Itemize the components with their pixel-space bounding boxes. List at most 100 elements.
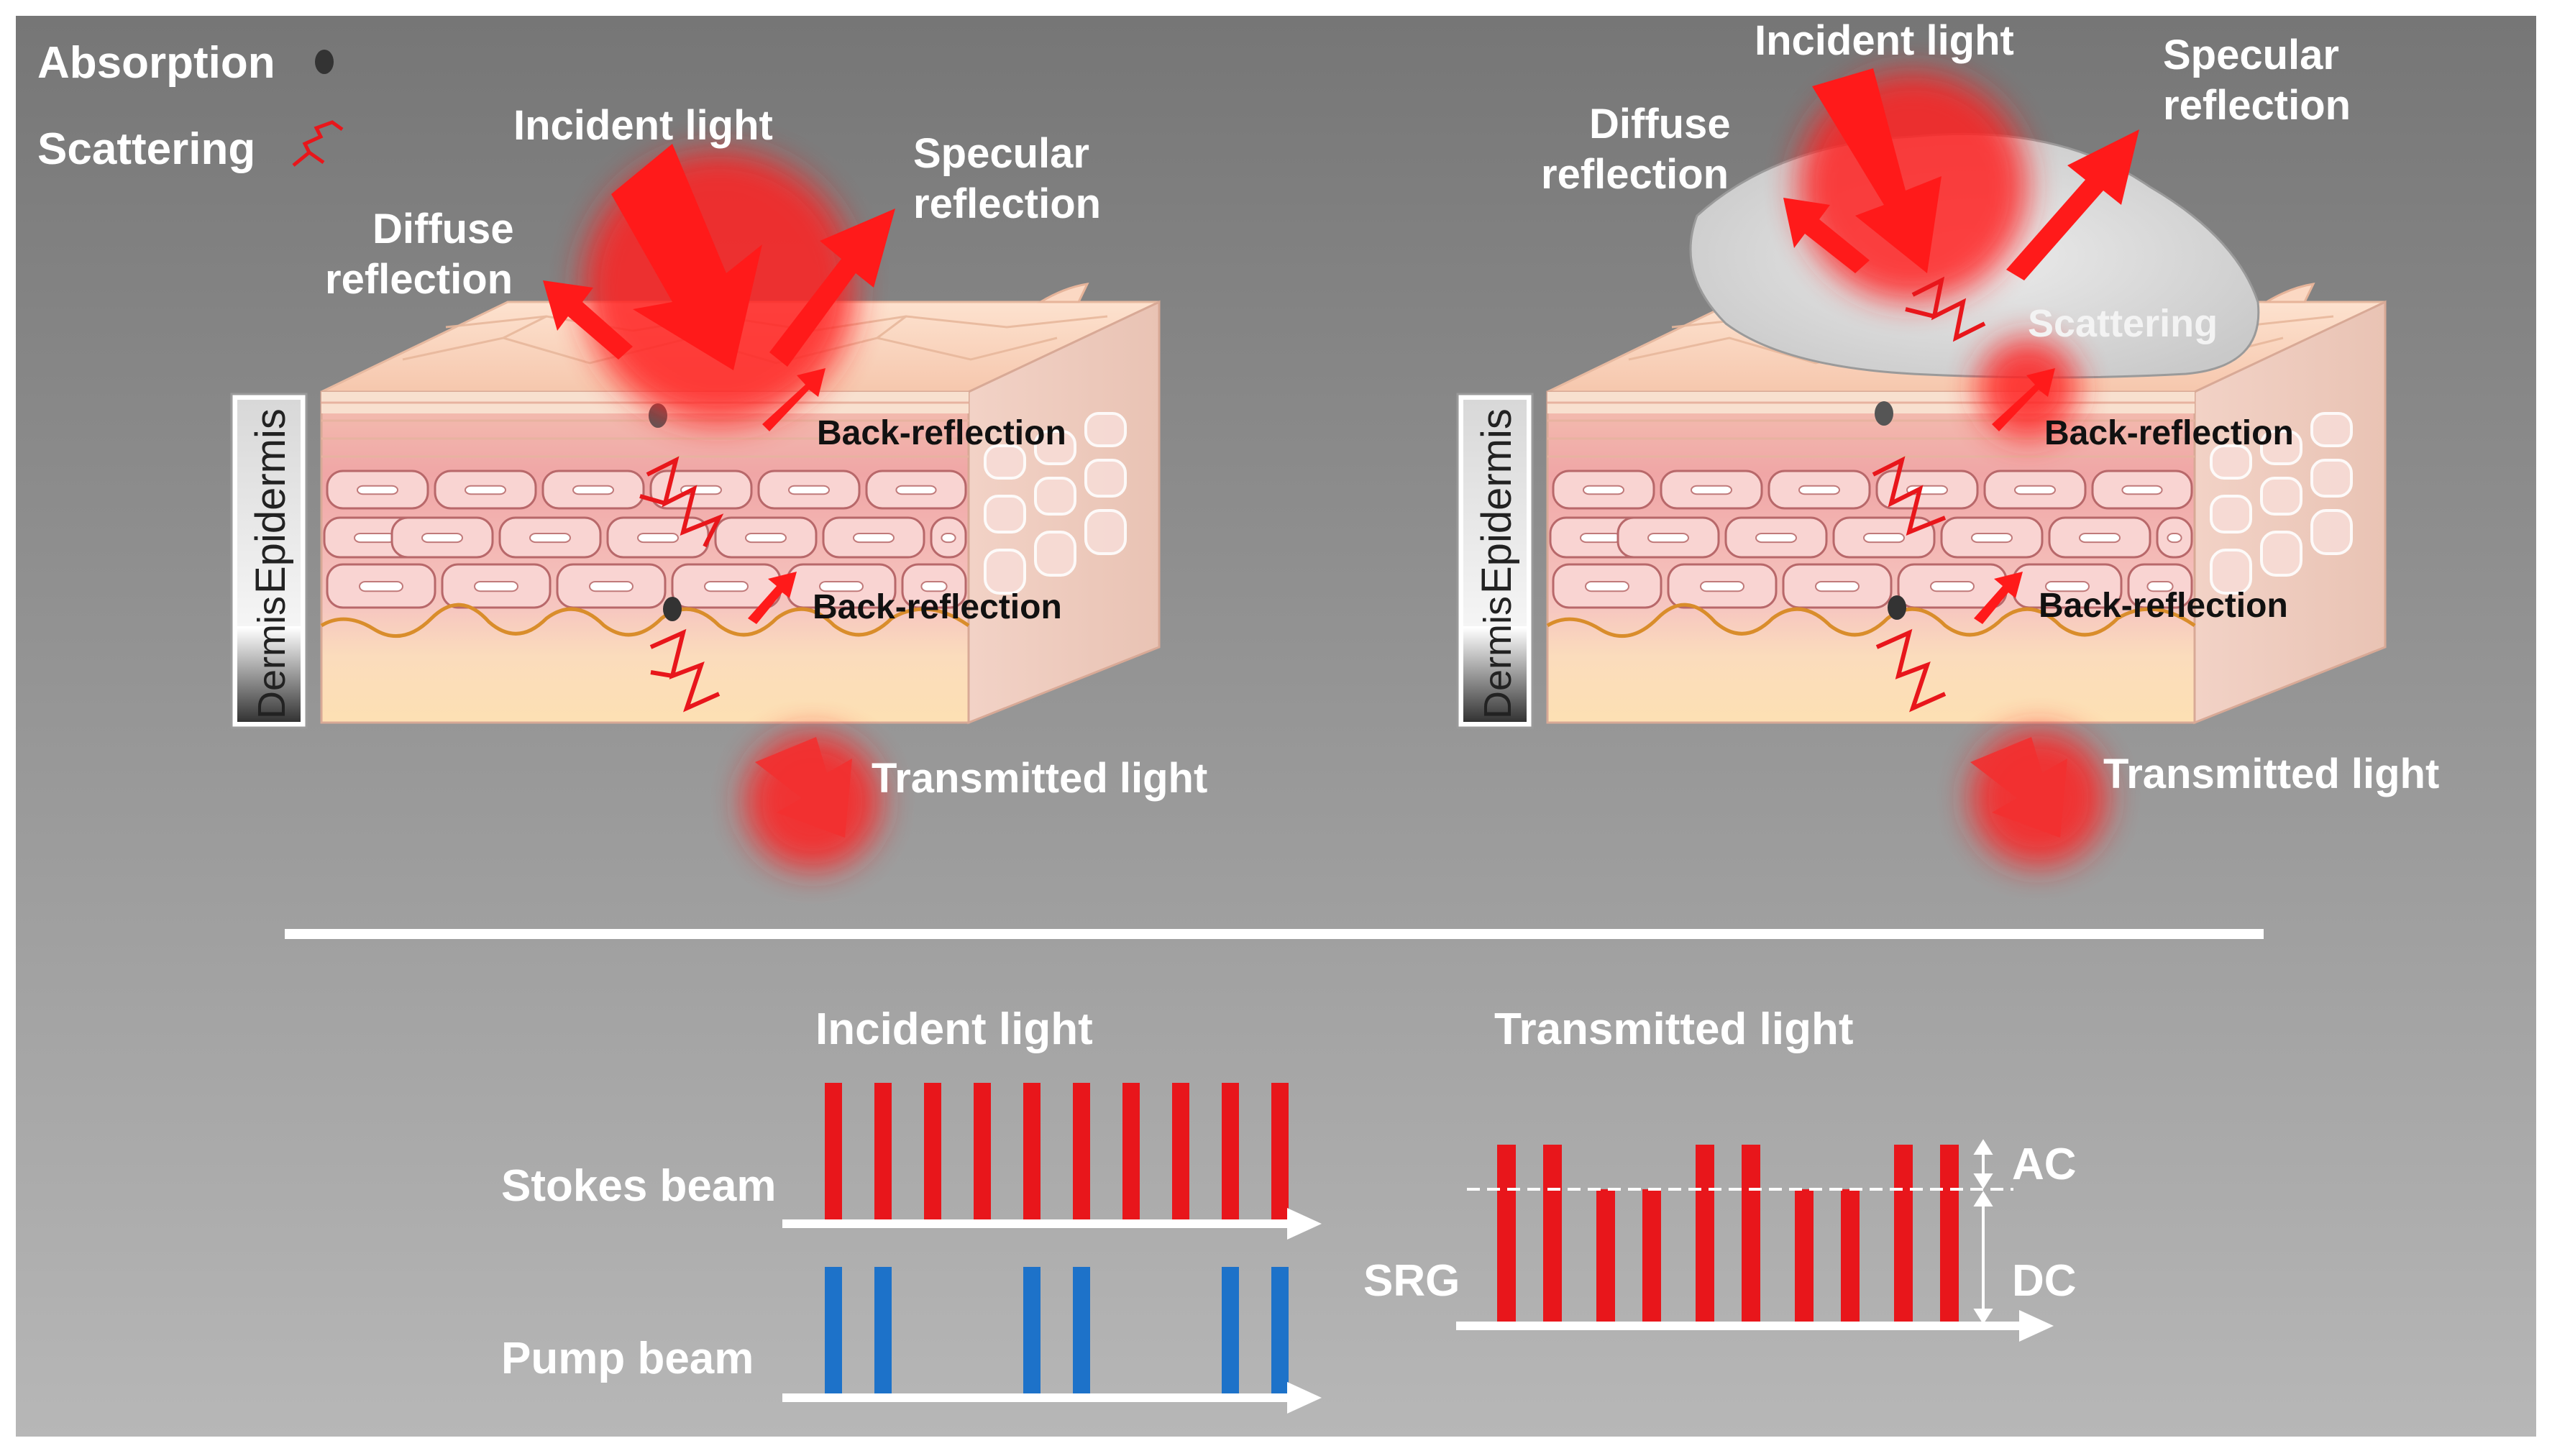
stokes-pulse (1222, 1083, 1239, 1221)
srg-pulse (1940, 1145, 1959, 1323)
pulse-trains (825, 1083, 1959, 1395)
cell-nucleus (354, 533, 395, 544)
cell-nucleus (895, 485, 937, 495)
stokes-pulse (1023, 1083, 1041, 1221)
legend-absorption-label: Absorption (37, 38, 275, 88)
scattering-zigzag-icon (292, 120, 344, 167)
cell-nucleus (941, 533, 956, 544)
srg-pulse (1543, 1145, 1562, 1323)
pump-pulse (1271, 1267, 1289, 1395)
diffuse-arrow-icon (543, 280, 633, 360)
cell-nucleus (1971, 533, 2013, 544)
incident-light-label: Incident light (513, 102, 773, 149)
stokes-pulse (1172, 1083, 1189, 1221)
transmitted-light-label: Transmitted light (872, 755, 1207, 802)
cell-nucleus (2014, 485, 2056, 495)
cell-nucleus (465, 485, 506, 495)
cell-nucleus (2079, 533, 2121, 544)
cell-nucleus (1580, 533, 1622, 544)
cell-nucleus (359, 581, 403, 592)
epidermis-tab (237, 400, 301, 626)
pump-pulse (825, 1267, 842, 1395)
pump-beam-label: Pump beam (501, 1334, 754, 1383)
pump-pulse (1222, 1267, 1239, 1395)
dc-label: DC (2012, 1256, 2077, 1306)
incident-light-title: Incident light (815, 1004, 1093, 1054)
srg-pulse (1596, 1189, 1615, 1323)
epidermis-label: Epidermis (1473, 408, 1520, 594)
cell-nucleus (1647, 533, 1689, 544)
cell-nucleus (1815, 581, 1860, 592)
transmitted-arrow-icon (755, 737, 852, 838)
left-skin-block: Epidermis Dermis (230, 283, 1161, 729)
stokes-pulse (874, 1083, 892, 1221)
cell-nucleus (920, 581, 948, 592)
back-reflection-label: Back-reflection (813, 588, 1062, 626)
cell-nucleus (421, 533, 463, 544)
srg-pulse (1795, 1189, 1814, 1323)
cell-nucleus (1930, 581, 1975, 592)
dermis-label: Dermis (1476, 596, 1519, 719)
cell-nucleus (819, 581, 864, 592)
stokes-beam-label: Stokes beam (501, 1161, 777, 1211)
srg-axis (1456, 1322, 2028, 1330)
scattering-label: Scattering (2028, 302, 2218, 345)
cell-nucleus (745, 533, 787, 544)
cell-nucleus (637, 533, 679, 544)
srg-pulse (1696, 1145, 1714, 1323)
stokes-axis (782, 1219, 1296, 1228)
srg-pulse (1497, 1145, 1516, 1323)
cell-nucleus (1700, 581, 1744, 592)
cell-nucleus (474, 581, 518, 592)
srg-pulse (1894, 1145, 1913, 1323)
cell-nucleus (2146, 581, 2174, 592)
stokes-pulse (825, 1083, 842, 1221)
transmitted-light-label: Transmitted light (2103, 751, 2439, 797)
cell-nucleus (589, 581, 634, 592)
stokes-pulse (1122, 1083, 1140, 1221)
absorption-dot-icon (315, 50, 334, 74)
cell-nucleus (788, 485, 830, 495)
pump-axis (782, 1393, 1296, 1402)
cell-nucleus (2167, 533, 2182, 544)
pump-pulse (1073, 1267, 1090, 1395)
back-reflection-label: Back-reflection (2044, 414, 2294, 452)
legend-scattering-label: Scattering (37, 124, 255, 174)
left-light-arrows (543, 144, 895, 870)
pump-pulse (1023, 1267, 1041, 1395)
incident-light-label: Incident light (1755, 17, 2014, 64)
cell-nucleus (1585, 581, 1629, 592)
pump-pulse (874, 1267, 892, 1395)
stokes-pulse (974, 1083, 991, 1221)
right-light-arrows (1783, 68, 2139, 866)
epidermis-label: Epidermis (247, 408, 294, 594)
cell-nucleus (572, 485, 614, 495)
cell-nucleus (1691, 485, 1732, 495)
dermis-label: Dermis (250, 596, 293, 719)
dermis-tab (237, 628, 301, 722)
back-reflection-label: Back-reflection (817, 414, 1066, 452)
srg-pulse (1742, 1145, 1760, 1323)
stokes-pulse (1271, 1083, 1289, 1221)
back-reflection-label: Back-reflection (2039, 587, 2288, 625)
stokes-pulse (1073, 1083, 1090, 1221)
stokes-pulse (924, 1083, 941, 1221)
cell-nucleus (853, 533, 895, 544)
divider (285, 929, 2264, 939)
cell-nucleus (1798, 485, 1840, 495)
cell-nucleus (704, 581, 749, 592)
transmitted-light-title: Transmitted light (1494, 1004, 1853, 1054)
srg-pulse (1642, 1189, 1661, 1323)
cell-nucleus (2121, 485, 2163, 495)
specular-arrow-icon (769, 209, 895, 367)
cell-nucleus (2045, 581, 2090, 592)
cell-nucleus (1863, 533, 1905, 544)
cell-nucleus (1583, 485, 1624, 495)
srg-pulse (1841, 1189, 1860, 1323)
